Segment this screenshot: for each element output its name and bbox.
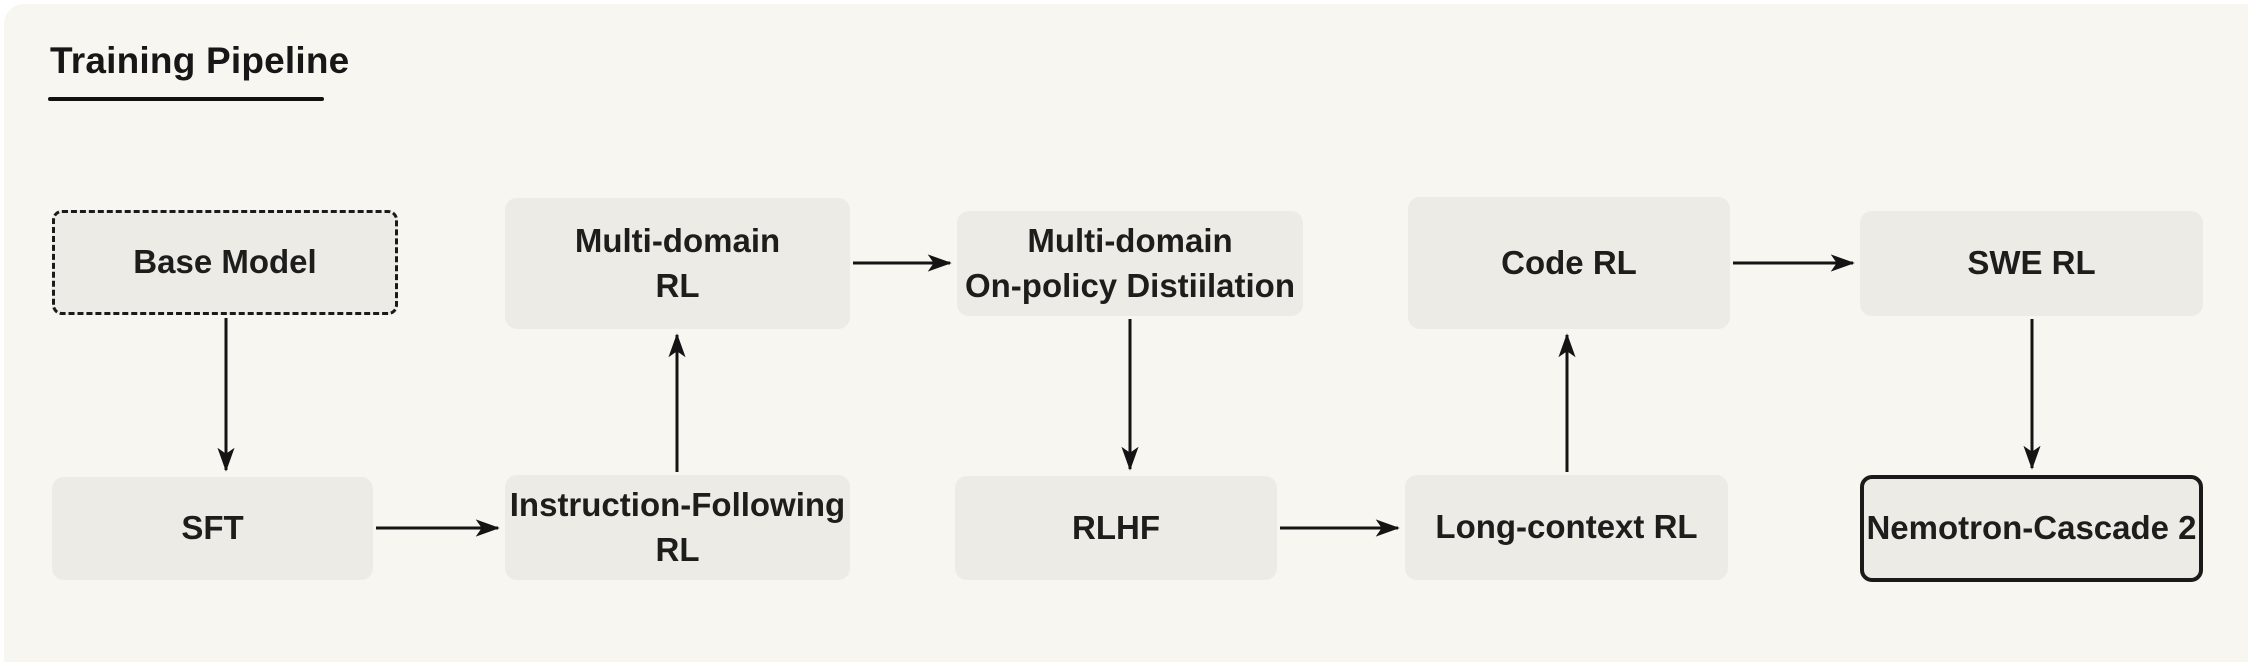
node-swe-rl: SWE RL	[1860, 211, 2203, 316]
figure-title: Training Pipeline	[50, 40, 350, 81]
node-base-model: Base Model	[52, 210, 398, 315]
node-multi-domain-on-policy-distillation: Multi-domain On-policy Distiilation	[957, 211, 1303, 316]
title-underline	[48, 97, 324, 101]
node-multi-domain-rl: Multi-domain RL	[505, 198, 850, 329]
node-sft: SFT	[52, 477, 373, 580]
node-instruction-following-rl: Instruction-Following RL	[505, 475, 850, 580]
node-code-rl: Code RL	[1408, 197, 1730, 329]
node-rlhf: RLHF	[955, 476, 1277, 580]
node-nemotron-cascade-2: Nemotron-Cascade 2	[1860, 475, 2203, 582]
node-long-context-rl: Long-context RL	[1405, 475, 1728, 580]
